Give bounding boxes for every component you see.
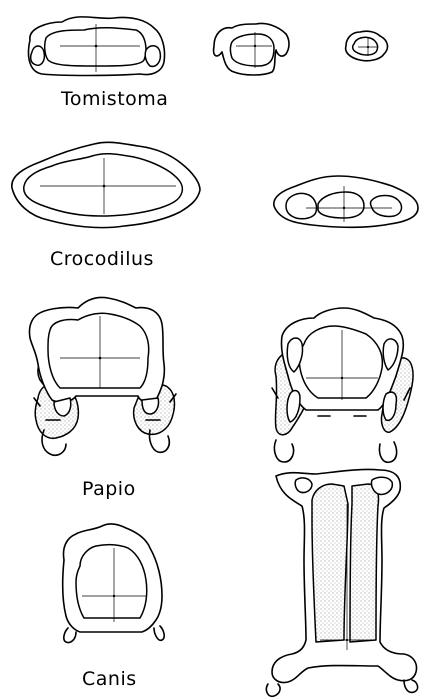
- label-tomistoma: Tomistoma: [61, 88, 168, 110]
- crocodilus-section-small: [274, 176, 418, 227]
- canis-section-large: [266, 469, 417, 696]
- crocodilus-section-large: [12, 142, 200, 227]
- canis-section-small: [63, 524, 164, 643]
- tomistoma-section-small: [346, 31, 388, 61]
- papio-section-large: [29, 297, 176, 455]
- tomistoma-section-large: [29, 17, 165, 76]
- label-canis: Canis: [82, 668, 137, 690]
- tomistoma-section-middle: [214, 23, 289, 75]
- label-papio: Papio: [82, 478, 136, 500]
- papio-section-small: [272, 308, 413, 462]
- label-crocodilus: Crocodilus: [50, 248, 154, 270]
